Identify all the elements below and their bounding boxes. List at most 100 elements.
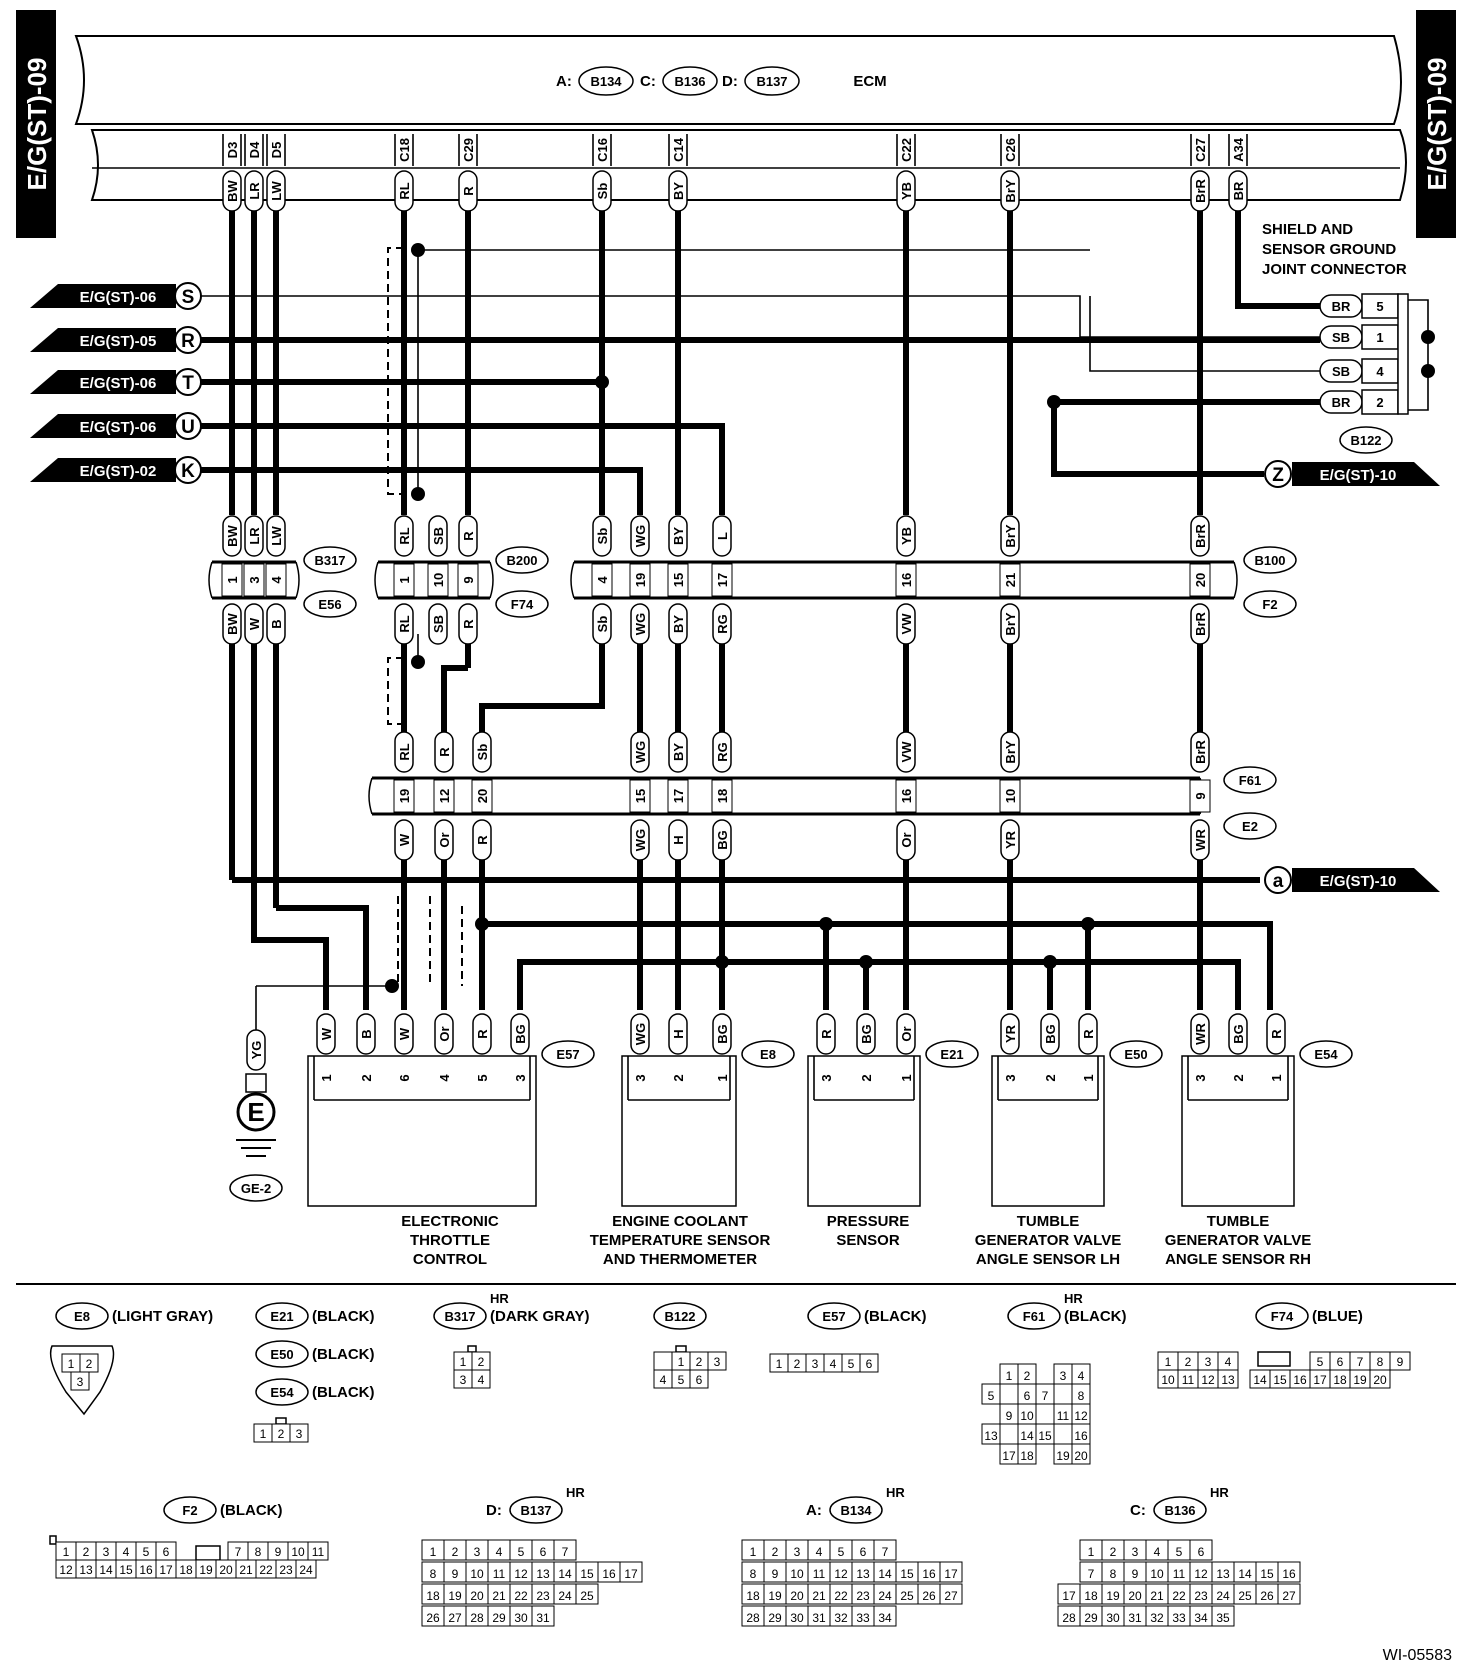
component-wire-color: YR: [1003, 1024, 1018, 1043]
legend-pin-number: 18: [1333, 1373, 1347, 1387]
legend-pin-number: 6: [860, 1545, 867, 1559]
legend-pin-cell: [939, 1561, 963, 1583]
legend-pin-number: 3: [77, 1375, 84, 1389]
legend-pin-number: 13: [1221, 1373, 1235, 1387]
legend-pin-number: 28: [470, 1611, 484, 1625]
legend-pin-number: 4: [478, 1373, 485, 1387]
legend-pin-number: 19: [768, 1589, 782, 1603]
inline-pin-cell: [221, 563, 243, 597]
inline-wire-top: RL: [397, 527, 412, 544]
component-id-E50: E50: [1124, 1047, 1147, 1062]
inline-pin-cell: [667, 779, 689, 813]
inline-wire-top-pill: [1000, 515, 1020, 557]
legend-pin-number: 12: [59, 1563, 73, 1577]
legend-pin-number: 14: [1238, 1567, 1252, 1581]
inline-wire-bottom-pill: [592, 603, 612, 645]
right-ref-letter: Z: [1272, 465, 1284, 486]
legend-id-B136: B136: [1164, 1503, 1195, 1518]
legend-pin-number: 35: [1216, 1611, 1230, 1625]
inline-pin-number: 1: [225, 576, 240, 583]
inline-pin-number: 15: [633, 789, 648, 803]
inline-wire-top-pill: [630, 515, 650, 557]
legend-pin-cell: [999, 1383, 1019, 1405]
legend-pin-number: 12: [834, 1567, 848, 1581]
legend-pin-number: 25: [580, 1589, 594, 1603]
inline-wire-bottom-pill: [472, 819, 492, 861]
legend-id-E57: E57: [822, 1309, 845, 1324]
component-caption: CONTROL: [413, 1251, 487, 1268]
legend-key: [195, 1545, 221, 1561]
legend-pin-number: 11: [1057, 1409, 1070, 1423]
component-body-E21: [807, 1055, 921, 1207]
inline-connector-upper-id: F61: [1239, 773, 1261, 788]
legend-pin-number: 20: [790, 1589, 804, 1603]
legend-pin-cell: [295, 1559, 317, 1579]
legend-pin-number: 21: [239, 1563, 253, 1577]
left-ref-circle: [174, 368, 202, 396]
inline-wire-top: RL: [397, 743, 412, 760]
inline-connector-lower-id: E56: [318, 597, 341, 612]
shield-title: JOINT CONNECTOR: [1262, 261, 1407, 278]
inline-wire-bottom: B: [269, 619, 284, 628]
legend-pin-number: 13: [984, 1429, 998, 1443]
inline-pin-number: 21: [1003, 573, 1018, 587]
legend-pin-number: 1: [1006, 1369, 1013, 1383]
legend-pin-number: 15: [1260, 1567, 1274, 1581]
legend-pin-cell: [619, 1561, 643, 1583]
legend-pin-number: 12: [1194, 1567, 1208, 1581]
component-body-E54: [1181, 1055, 1295, 1207]
legend-pin-number: 1: [430, 1545, 437, 1559]
legend-pin-number: 15: [900, 1567, 914, 1581]
legend-pin-number: 11: [312, 1545, 325, 1559]
component-wire-color: BG: [859, 1024, 874, 1044]
inline-wire-bottom: Or: [437, 832, 452, 847]
junction-r3: [1081, 917, 1095, 931]
left-ref-letter: T: [182, 373, 194, 394]
legend-pin-number: 7: [562, 1545, 569, 1559]
ecm-prefix-c: C:: [640, 73, 656, 90]
inline-wire-bottom: VW: [899, 613, 914, 635]
inline-connector-end: [374, 561, 494, 599]
legend-pin-number: 3: [1060, 1369, 1067, 1383]
component-wire-color: R: [475, 1029, 490, 1039]
shield-connector-body: [1397, 293, 1409, 415]
component-caption: GENERATOR VALVE: [975, 1232, 1121, 1249]
inline-wire-bottom: BrY: [1003, 612, 1018, 635]
component-pin-number: 1: [1269, 1074, 1284, 1081]
component-wire-color-pill: [896, 1013, 916, 1055]
legend-pin-cell: [689, 1369, 709, 1389]
inline-wire-top: WG: [633, 525, 648, 547]
inline-pin-cell: [629, 779, 651, 813]
legend-pin-number: 2: [696, 1355, 703, 1369]
legend-pin-number: 12: [1074, 1409, 1088, 1423]
inline-wire-top-pill: [394, 731, 414, 773]
ground-ref-oval: [229, 1174, 283, 1202]
junction-bg3: [1043, 955, 1057, 969]
inline-pin-cell: [427, 563, 449, 597]
legend-pin-number: 4: [1225, 1355, 1232, 1369]
inline-pin-number: 17: [671, 789, 686, 803]
doc-id: WI-05583: [1383, 1647, 1452, 1664]
inline-pin-cell: [711, 779, 733, 813]
inline-wire-top-pill: [630, 731, 650, 773]
component-pin-number: 2: [859, 1074, 874, 1081]
legend-pin-number: 18: [1020, 1449, 1034, 1463]
inline-connector-upper-id-oval: [1223, 766, 1277, 794]
legend-pin-number: 2: [452, 1545, 459, 1559]
left-ref-label: E/G(ST)-06: [80, 289, 157, 306]
inline-wire-top: VW: [899, 741, 914, 763]
inline-wire-bottom-pill: [394, 819, 414, 861]
inline-wire-top-pill: [458, 515, 478, 557]
shield-title: SENSOR GROUND: [1262, 241, 1396, 258]
legend-pin-number: 8: [1078, 1389, 1085, 1403]
legend-pin-number: 13: [536, 1567, 550, 1581]
legend-pin-number: 26: [1260, 1589, 1274, 1603]
legend-pin-number: 20: [1074, 1449, 1088, 1463]
component-wire-color-pill: [1040, 1013, 1060, 1055]
legend-color: (BLACK): [1064, 1308, 1126, 1325]
legend-pin-number: 18: [1084, 1589, 1098, 1603]
junction-bg2: [859, 955, 873, 969]
inline-wire-top: BrR: [1193, 523, 1208, 547]
